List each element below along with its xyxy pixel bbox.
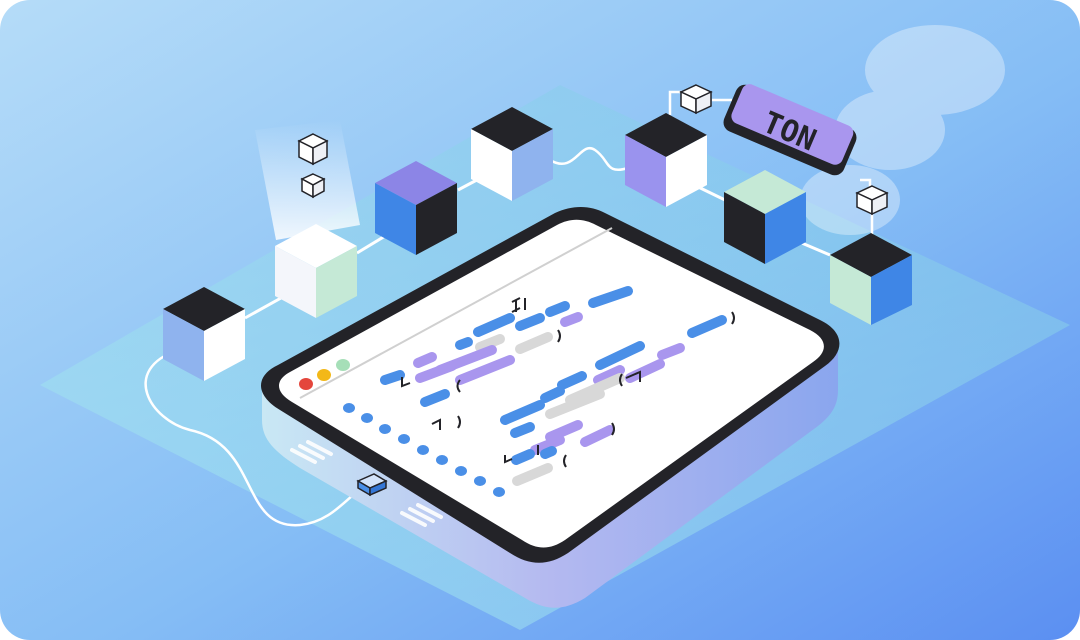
ton-badge: TON bbox=[723, 84, 857, 176]
block-7 bbox=[830, 233, 912, 325]
speckle-cloud bbox=[800, 25, 1005, 235]
block-3 bbox=[375, 161, 457, 255]
close-dot bbox=[299, 378, 313, 390]
block-1 bbox=[163, 287, 245, 381]
floating-cube-1 bbox=[297, 133, 329, 166]
minimize-dot bbox=[317, 369, 331, 381]
block-6 bbox=[724, 170, 806, 264]
title-bar-divider bbox=[299, 227, 613, 399]
maximize-dot bbox=[336, 359, 350, 371]
device-screen bbox=[278, 219, 824, 548]
block-5 bbox=[625, 113, 707, 207]
usb-plug bbox=[356, 473, 388, 497]
code-brackets bbox=[401, 297, 735, 468]
line-number-dots bbox=[343, 403, 505, 497]
connector-cube-2 bbox=[855, 185, 889, 216]
block-4 bbox=[471, 107, 553, 201]
device-vents bbox=[290, 440, 443, 527]
floating-cube-2 bbox=[300, 173, 326, 199]
connector-cube-1 bbox=[679, 84, 713, 115]
block-2 bbox=[275, 224, 357, 318]
code-lines bbox=[380, 286, 727, 486]
